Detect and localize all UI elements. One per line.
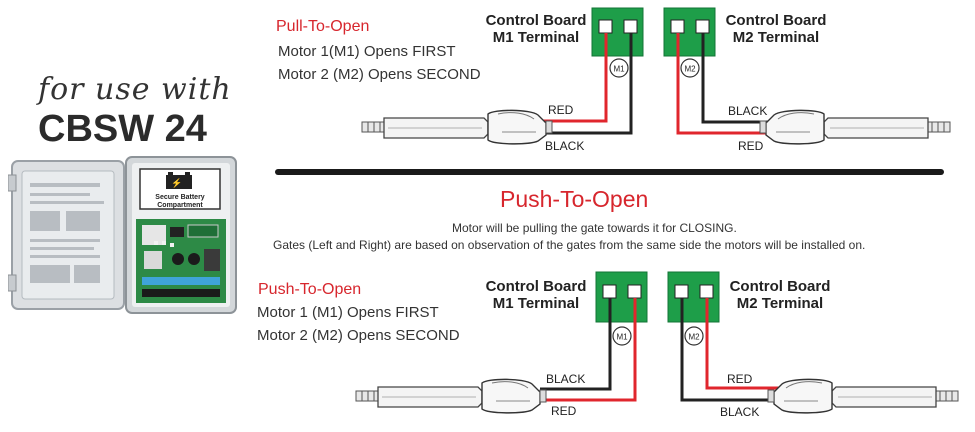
top-board-m2	[663, 7, 716, 57]
top-board-m2-label-line1: Control Board	[725, 12, 827, 29]
top-motor2-line: Motor 2 (M2) Opens SECOND	[278, 66, 481, 83]
bottom-left-actuator	[355, 378, 547, 414]
top-m1-motor-circle	[609, 58, 629, 78]
top-m2-terminal-left	[670, 19, 685, 34]
bottom-m2-terminal-left	[674, 284, 689, 299]
bottom-left-lower-wire-label: RED	[551, 404, 577, 418]
bottom-motor1-line: Motor 1 (M1) Opens FIRST	[257, 304, 439, 321]
top-left-red-wire	[535, 33, 608, 123]
bottom-right-black-wire	[680, 298, 784, 402]
gates-note: Gates (Left and Right) are based on obse…	[273, 238, 866, 252]
top-left-upper-wire-label: RED	[548, 103, 574, 117]
top-board-m2-label-line2: M2 Terminal	[732, 29, 820, 46]
push-to-open-heading: Push-To-Open	[500, 186, 649, 212]
top-m1-motor-label: M1	[613, 65, 625, 74]
bottom-board-m2-label: Control Board M2 Terminal	[720, 278, 840, 312]
model-name: CBSW 24	[38, 108, 207, 150]
top-board-m1	[591, 7, 644, 57]
bottom-section-title: Push-To-Open	[258, 281, 362, 298]
box-label-line2: Compartment	[157, 202, 203, 209]
bottom-left-black-wire	[540, 298, 612, 391]
bottom-m1-terminal-left	[602, 284, 617, 299]
top-left-actuator	[361, 109, 553, 145]
bottom-board-m1-label-line2: M1 Terminal	[492, 295, 580, 312]
top-left-black-wire	[535, 33, 633, 135]
top-right-actuator	[759, 109, 951, 145]
top-right-red-wire	[676, 33, 776, 135]
bottom-right-red-wire	[705, 298, 784, 390]
top-board-m1-label-line2: M1 Terminal	[492, 29, 580, 46]
top-section-title: Pull-To-Open	[276, 18, 370, 35]
bottom-m1-terminal-right	[627, 284, 642, 299]
bottom-board-m1-label: Control Board M1 Terminal	[476, 278, 596, 312]
top-m2-motor-circle	[680, 58, 700, 78]
top-m1-terminal-right	[623, 19, 638, 34]
bottom-m2-motor-label: M2	[688, 333, 700, 342]
bottom-left-upper-wire-label: BLACK	[546, 372, 586, 386]
bottom-board-m2-label-line2: M2 Terminal	[736, 295, 824, 312]
top-left-lower-wire-label: BLACK	[545, 139, 585, 153]
bottom-m1-motor-circle	[612, 326, 632, 346]
bottom-left-red-wire	[540, 298, 637, 402]
battery-icon: ⚡	[166, 172, 192, 189]
top-motor1-line: Motor 1(M1) Opens FIRST	[278, 43, 456, 60]
bottom-board-m2	[667, 271, 720, 323]
enclosure-body: ⚡ Secure Battery Compartment	[125, 156, 237, 314]
bottom-board-m2-label-line1: Control Board	[729, 278, 831, 295]
bottom-motor2-line: Motor 2 (M2) Opens SECOND	[257, 327, 460, 344]
top-right-lower-wire-label: RED	[738, 139, 764, 153]
bottom-m2-terminal-right	[699, 284, 714, 299]
bottom-right-upper-wire-label: RED	[727, 372, 753, 386]
circuit-board	[136, 219, 226, 303]
top-m2-motor-label: M2	[684, 65, 696, 74]
svg-text:⚡: ⚡	[171, 177, 182, 189]
top-board-m1-label-line1: Control Board	[485, 12, 587, 29]
bottom-m2-motor-circle	[684, 326, 704, 346]
bottom-board-m1-label-line1: Control Board	[485, 278, 587, 295]
box-label-line1: Secure Battery	[155, 194, 205, 201]
top-right-black-wire	[701, 33, 776, 124]
top-board-m1-label: Control Board M1 Terminal	[478, 12, 594, 46]
bottom-m1-motor-label: M1	[616, 333, 628, 342]
tagline: for use with	[38, 72, 232, 107]
control-box-illustration: ⚡ Secure Battery Compartment	[8, 156, 237, 314]
bottom-board-m1	[595, 271, 648, 323]
top-m2-terminal-right	[695, 19, 710, 34]
bottom-right-actuator	[767, 378, 959, 414]
enclosure-door	[8, 160, 125, 310]
top-board-m2-label: Control Board M2 Terminal	[718, 12, 834, 46]
top-right-upper-wire-label: BLACK	[728, 104, 768, 118]
bottom-right-lower-wire-label: BLACK	[720, 405, 760, 419]
closing-note: Motor will be pulling the gate towards i…	[452, 221, 737, 235]
top-m1-terminal-left	[598, 19, 613, 34]
